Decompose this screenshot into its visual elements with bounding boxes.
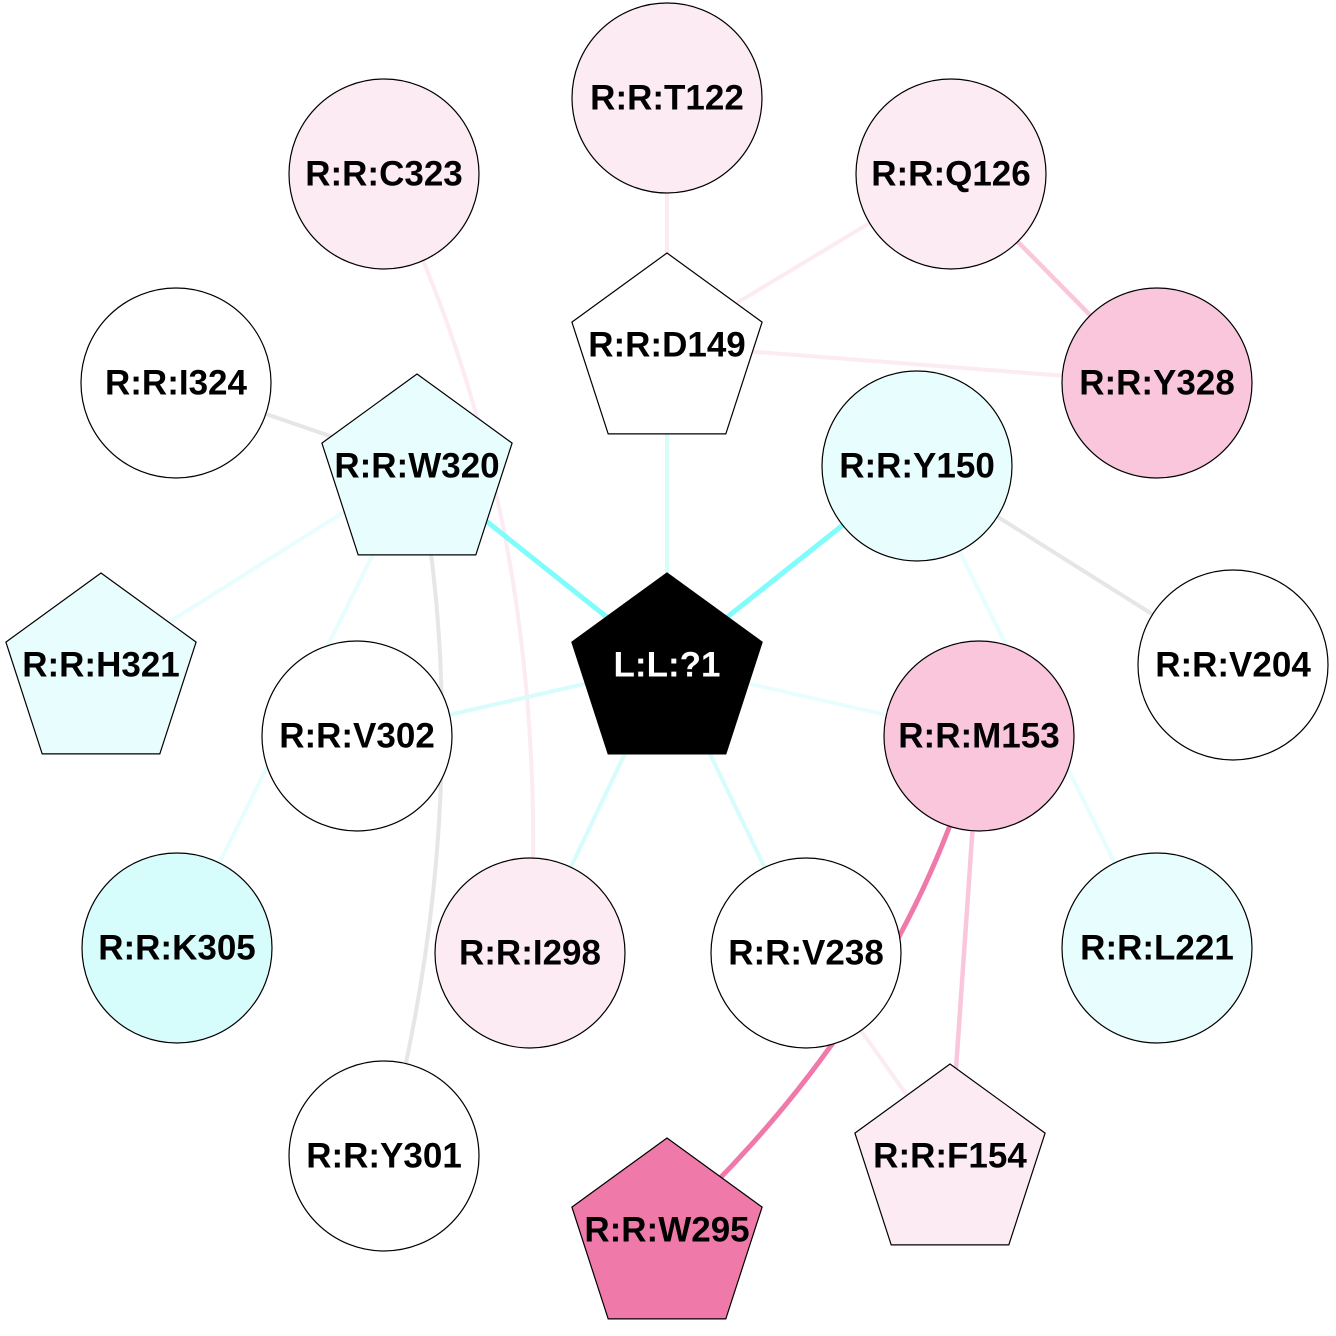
node-w295[interactable]: R:R:W295 bbox=[571, 1137, 763, 1320]
node-label-w295: R:R:W295 bbox=[584, 1211, 749, 1250]
node-shape-q126 bbox=[855, 78, 1047, 270]
node-y328[interactable]: R:R:Y328 bbox=[1061, 287, 1253, 479]
node-f154[interactable]: R:R:F154 bbox=[854, 1063, 1046, 1246]
node-t122[interactable]: R:R:T122 bbox=[571, 2, 763, 194]
node-label-d149: R:R:D149 bbox=[588, 326, 746, 365]
node-v302[interactable]: R:R:V302 bbox=[261, 640, 453, 832]
node-l1[interactable]: L:L:?1 bbox=[571, 572, 763, 755]
edge-w320-y301 bbox=[382, 464, 444, 1158]
node-label-v238: R:R:V238 bbox=[728, 934, 884, 973]
node-shape-t122 bbox=[571, 2, 763, 194]
node-y150[interactable]: R:R:Y150 bbox=[821, 370, 1013, 562]
node-label-y301: R:R:Y301 bbox=[306, 1137, 462, 1176]
node-label-y150: R:R:Y150 bbox=[839, 447, 995, 486]
node-m153[interactable]: R:R:M153 bbox=[883, 640, 1075, 832]
node-shape-i298 bbox=[434, 857, 626, 1049]
node-l221[interactable]: R:R:L221 bbox=[1061, 852, 1253, 1044]
node-v204[interactable]: R:R:V204 bbox=[1137, 569, 1329, 761]
node-shape-v204 bbox=[1137, 569, 1329, 761]
node-label-k305: R:R:K305 bbox=[98, 929, 256, 968]
node-k305[interactable]: R:R:K305 bbox=[81, 852, 273, 1044]
node-shape-v238 bbox=[710, 857, 902, 1049]
node-d149[interactable]: R:R:D149 bbox=[571, 252, 763, 435]
node-label-f154: R:R:F154 bbox=[873, 1137, 1027, 1176]
node-i298[interactable]: R:R:I298 bbox=[434, 857, 626, 1049]
node-i324[interactable]: R:R:I324 bbox=[80, 287, 272, 479]
node-label-i324: R:R:I324 bbox=[105, 364, 248, 403]
node-label-m153: R:R:M153 bbox=[898, 717, 1059, 756]
edge-c323-i298 bbox=[382, 172, 536, 955]
node-label-h321: R:R:H321 bbox=[22, 646, 180, 685]
node-shape-m153 bbox=[883, 640, 1075, 832]
node-shape-k305 bbox=[81, 852, 273, 1044]
node-shape-v302 bbox=[261, 640, 453, 832]
node-shape-i324 bbox=[80, 287, 272, 479]
node-shape-d149 bbox=[571, 252, 763, 435]
node-shape-c323 bbox=[288, 78, 480, 270]
node-w320[interactable]: R:R:W320 bbox=[321, 373, 513, 556]
node-v238[interactable]: R:R:V238 bbox=[710, 857, 902, 1049]
node-label-i298: R:R:I298 bbox=[459, 934, 601, 973]
node-shape-l1 bbox=[571, 572, 763, 755]
node-h321[interactable]: R:R:H321 bbox=[5, 572, 197, 755]
node-c323[interactable]: R:R:C323 bbox=[288, 78, 480, 270]
node-q126[interactable]: R:R:Q126 bbox=[855, 78, 1047, 270]
node-shape-w320 bbox=[321, 373, 513, 556]
node-shape-f154 bbox=[854, 1063, 1046, 1246]
node-y301[interactable]: R:R:Y301 bbox=[288, 1060, 480, 1252]
node-label-w320: R:R:W320 bbox=[334, 447, 499, 486]
node-label-q126: R:R:Q126 bbox=[871, 155, 1030, 194]
node-label-y328: R:R:Y328 bbox=[1079, 364, 1235, 403]
node-shape-y150 bbox=[821, 370, 1013, 562]
node-label-l221: R:R:L221 bbox=[1080, 929, 1234, 968]
node-label-v302: R:R:V302 bbox=[279, 717, 435, 756]
node-shape-w295 bbox=[571, 1137, 763, 1320]
node-label-v204: R:R:V204 bbox=[1155, 646, 1311, 685]
node-shape-y328 bbox=[1061, 287, 1253, 479]
node-label-t122: R:R:T122 bbox=[590, 79, 744, 118]
node-shape-y301 bbox=[288, 1060, 480, 1252]
node-label-l1: L:L:?1 bbox=[614, 646, 721, 685]
node-shape-h321 bbox=[5, 572, 197, 755]
node-label-c323: R:R:C323 bbox=[305, 155, 463, 194]
node-shape-l221 bbox=[1061, 852, 1253, 1044]
